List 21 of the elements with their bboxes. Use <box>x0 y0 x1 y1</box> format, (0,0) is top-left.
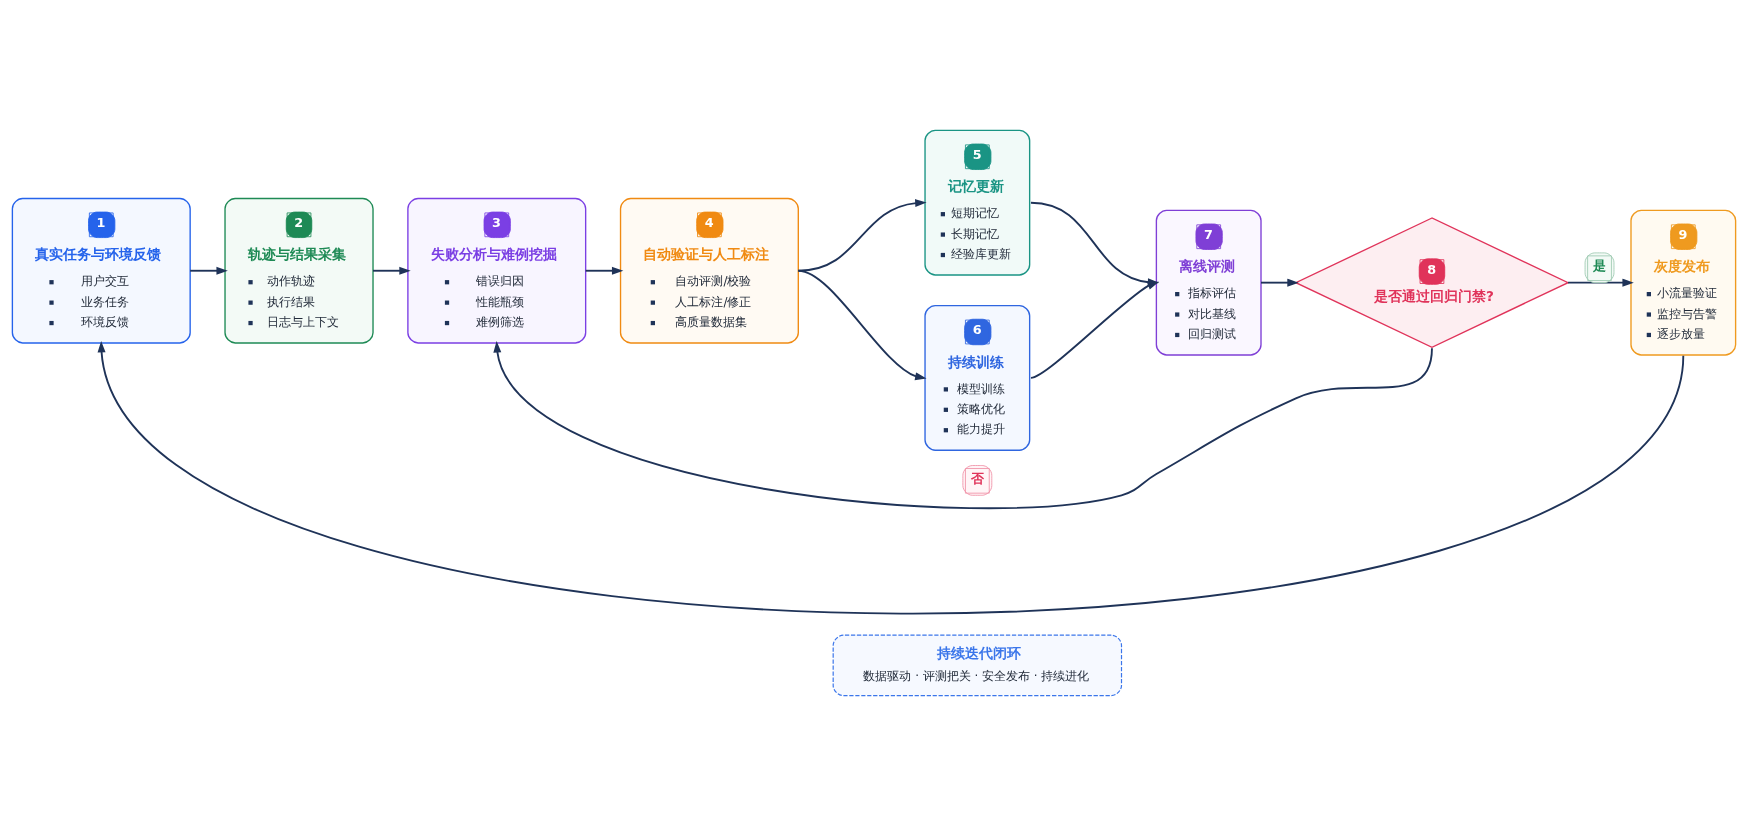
arrow <box>493 341 1433 509</box>
node-box: 持续迭代闭环 数据驱动 · 评测把关 · 安全发布 · 持续进化 <box>832 634 1123 697</box>
node-box: 3 失败分析与难例挖掘 错误归因 性能瓶颈 难例筛选 <box>407 197 587 344</box>
arrow <box>372 266 411 275</box>
arrow <box>797 269 927 381</box>
node-box: 2 轨迹与结果采集 动作轨迹 执行结果 日志与上下文 <box>224 197 374 344</box>
node-box: 1 真实任务与环境反馈 用户交互 业务任务 环境反馈 <box>11 197 191 344</box>
arrow <box>1030 281 1160 379</box>
arrow <box>1567 278 1634 287</box>
node-box: 7 离线评测 指标评估 对比基线 回归测试 <box>1155 209 1262 356</box>
arrow <box>584 266 624 275</box>
node-box: 6 持续训练 模型训练 策略优化 能力提升 <box>924 304 1031 451</box>
edge-label: 是 <box>1592 258 1606 274</box>
arrow <box>97 341 1685 615</box>
arrow <box>189 266 228 275</box>
node-box: 9 灰度发布 小流量验证 监控与告警 逐步放量 <box>1630 209 1737 356</box>
arrow <box>1260 278 1299 287</box>
node-diamond: 8 是否通过回归门禁? <box>1294 217 1570 349</box>
node-box: 4 自动验证与人工标注 自动评测/校验 人工标注/修正 高质量数据集 <box>619 197 799 344</box>
node-box: 5 记忆更新 短期记忆 长期记忆 经验库更新 <box>924 129 1031 276</box>
edge-label: 否 <box>970 470 984 486</box>
